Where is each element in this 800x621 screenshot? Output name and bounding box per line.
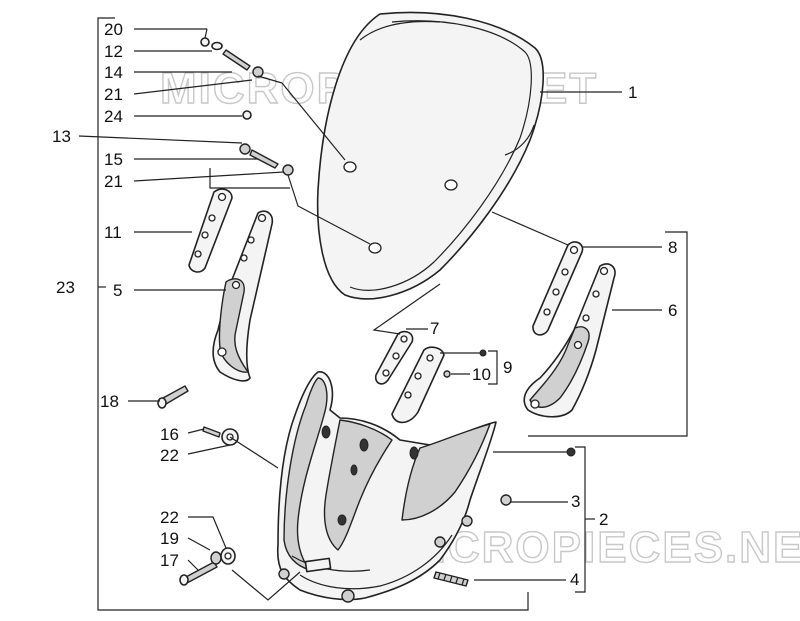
- screw-part-18: [157, 385, 189, 409]
- leader-17: [187, 559, 199, 571]
- spring-part-4: [433, 571, 469, 587]
- bracket-9: [488, 350, 498, 385]
- callout-14: 14: [104, 63, 123, 82]
- callout-16: 16: [160, 425, 179, 444]
- leader-shield-to-8: [491, 211, 569, 246]
- callout-6: 6: [668, 301, 677, 320]
- bracket-23: [97, 17, 529, 611]
- callout-7: 7: [430, 319, 439, 338]
- callout-1: 1: [628, 83, 637, 102]
- leader-22-upper: [187, 444, 231, 455]
- leader-21a-to-shield: [257, 75, 283, 84]
- leader-21a-to-hole: [281, 82, 346, 161]
- callout-15: 15: [104, 150, 123, 169]
- leader-17-19-to-fairing: [231, 569, 301, 601]
- bracket-part-7: [374, 330, 414, 385]
- callout-5: 5: [113, 281, 122, 300]
- leader-13: [78, 135, 243, 144]
- leader-21b-box-b: [287, 174, 371, 245]
- callout-23: 23: [56, 278, 75, 297]
- bracket-part-6: [523, 263, 616, 418]
- callout-18: 18: [100, 392, 119, 411]
- callout-3: 3: [571, 492, 580, 511]
- leader-19: [187, 537, 211, 551]
- callout-24: 24: [104, 107, 123, 126]
- leader-21b-box-a: [209, 168, 290, 189]
- leader-shield-to-7: [372, 283, 441, 335]
- bracket-part-11: [188, 188, 233, 273]
- callout-12: 12: [104, 42, 123, 61]
- callout-11: 11: [104, 223, 122, 242]
- callout-20: 20: [104, 20, 123, 39]
- callout-22-lower: 22: [160, 508, 179, 527]
- fastener-stack-bottom: [179, 547, 236, 586]
- windshield-part-1: [316, 11, 544, 300]
- bracket-part-8: [532, 241, 584, 336]
- dot-9: [479, 349, 487, 357]
- nut-part-10: [443, 370, 451, 378]
- leader-21a: [133, 79, 253, 95]
- callout-10: 10: [472, 365, 491, 384]
- fairing-part-2: [276, 371, 497, 603]
- leader-21b: [133, 171, 285, 182]
- bracket-6-8: [528, 231, 688, 437]
- screw-part-16: [202, 426, 239, 446]
- callout-4: 4: [570, 570, 579, 589]
- callout-19: 19: [160, 529, 179, 548]
- callout-21-upper: 21: [104, 85, 123, 104]
- callout-9: 9: [503, 358, 512, 377]
- leader-20b: [204, 28, 208, 39]
- callout-22-upper: 22: [160, 446, 179, 465]
- leader-16: [187, 428, 205, 434]
- watermark-bottom: MICROPIECES.NET: [395, 523, 800, 572]
- callout-2: 2: [599, 510, 608, 529]
- bracket-part-5: [212, 210, 274, 382]
- leader-22-to-fairing: [229, 436, 279, 469]
- bracket-part-9: [391, 346, 445, 424]
- callout-8: 8: [668, 238, 677, 257]
- callout-21-lower: 21: [104, 172, 123, 191]
- callout-13: 13: [52, 127, 71, 146]
- callout-17: 17: [160, 551, 179, 570]
- dot-2: [566, 447, 576, 457]
- grommet-part-3: [500, 494, 512, 506]
- leader-22-lower: [188, 516, 227, 549]
